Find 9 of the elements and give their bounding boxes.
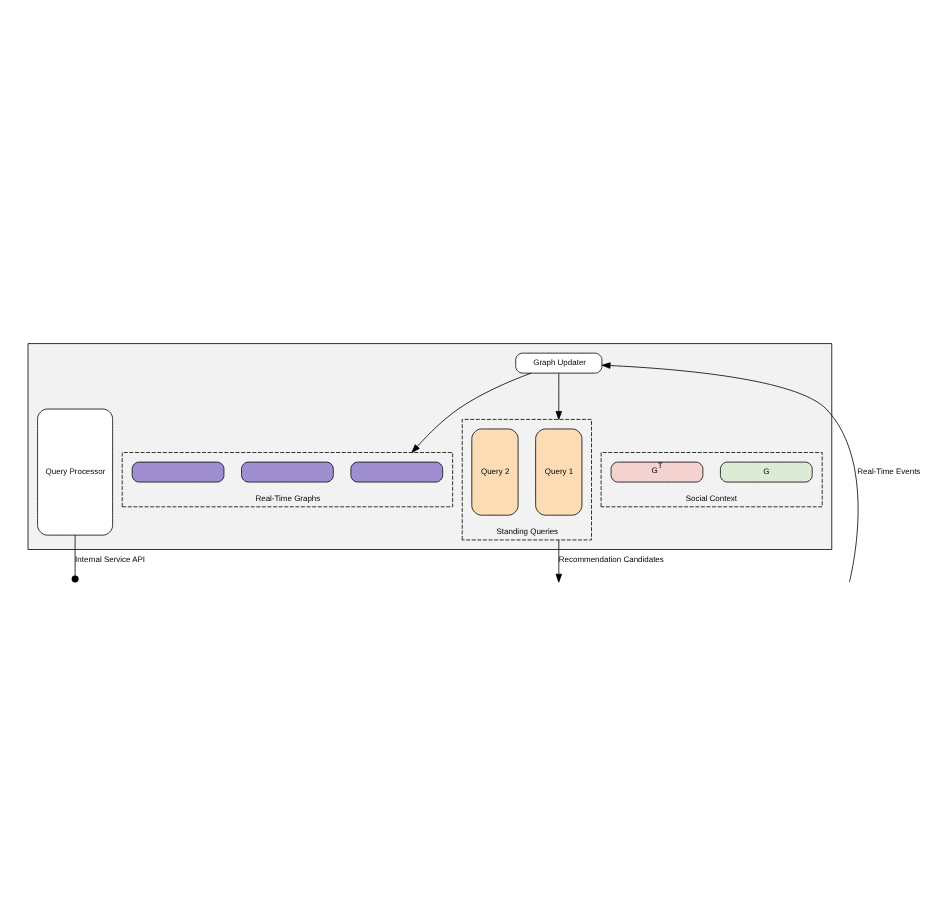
node-bar bbox=[131, 461, 225, 483]
arrow bbox=[555, 373, 562, 420]
cluster bbox=[27, 343, 833, 550]
connector bbox=[74, 534, 76, 577]
node-bar bbox=[241, 461, 334, 483]
node-bar bbox=[350, 461, 444, 483]
arrow bbox=[411, 372, 532, 453]
arrow bbox=[555, 539, 562, 583]
arrow bbox=[601, 362, 859, 583]
